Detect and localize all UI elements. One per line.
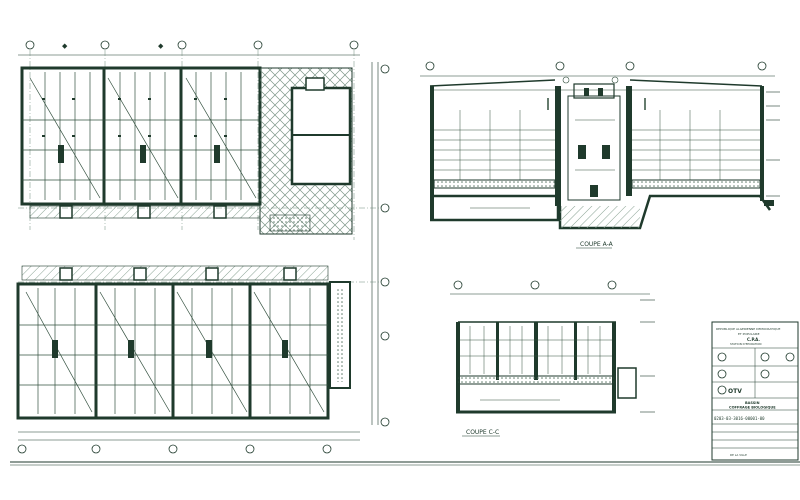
title-client-line-1: REPUBLIQUE ALGERIENNE DEMOCRATIQUE — [716, 327, 780, 331]
title-company: OTV — [728, 388, 742, 395]
lower-plan — [16, 265, 360, 454]
title-project-line-2: DE LA VILLE — [730, 453, 747, 457]
upper-plan-top-axis-markers: ◆ ◆ — [25, 40, 359, 50]
title-org: C.P.A. — [747, 337, 760, 342]
section-upper-caption: COUPE A-A — [580, 241, 614, 248]
svg-text:◆: ◆ — [158, 42, 164, 50]
title-block: REPUBLIQUE ALGERIENNE DEMOCRATIQUE ET PO… — [711, 321, 799, 461]
title-project-line-1: STATION D'EPURATION — [730, 342, 761, 346]
title-client-line-2: ET POPULAIRE — [738, 332, 760, 336]
section-upper: COUPE A-A — [420, 61, 780, 249]
logo-marks — [717, 352, 795, 395]
row-axis-markers — [18, 62, 390, 427]
section-lower: COUPE C-C — [450, 280, 655, 437]
title-drawing-number: 0203-03-3016-00001-00 — [714, 416, 765, 421]
upper-plan: ◆ ◆ — [18, 40, 360, 240]
section-lower-caption: COUPE C-C — [466, 429, 499, 436]
svg-text:◆: ◆ — [62, 42, 68, 50]
title-drawing-1: BASSIN — [745, 401, 760, 405]
title-drawing-2: COFFRAGE BIOLOGIQUE — [729, 406, 776, 410]
